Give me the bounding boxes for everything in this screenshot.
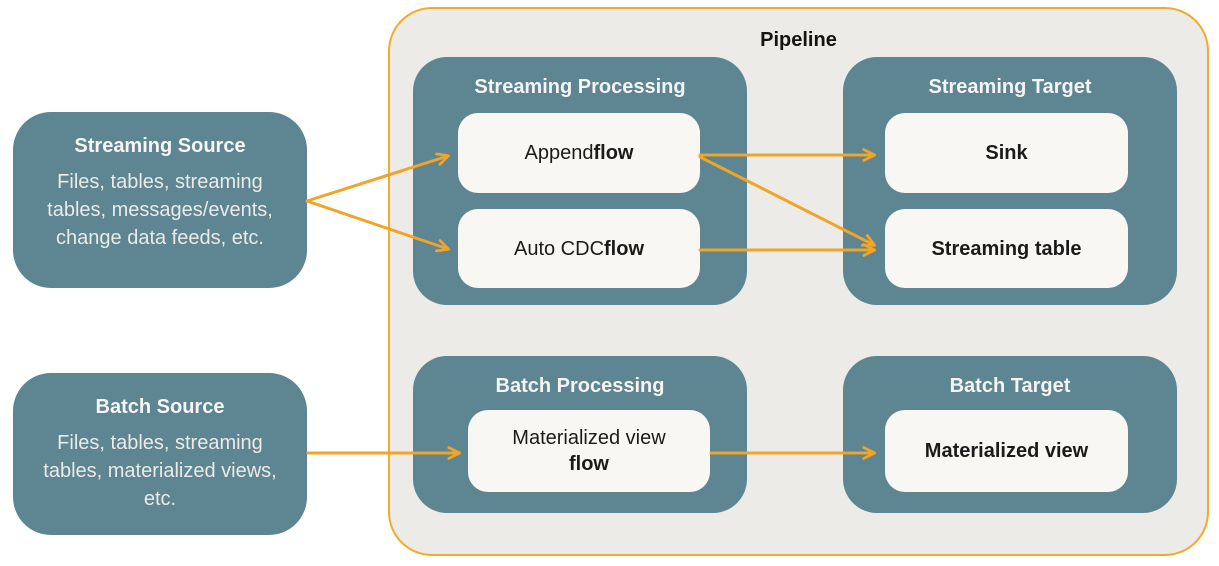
streaming-target-title: Streaming Target — [928, 76, 1092, 98]
batch-source-title: Batch Source — [95, 396, 225, 418]
streaming-processing-title: Streaming Processing — [474, 76, 686, 98]
batch-source-description: Files, tables, streaming tables, materia… — [43, 432, 277, 510]
node-auto-cdc-flow: Auto CDC flow — [458, 209, 700, 288]
streaming-source-title: Streaming Source — [74, 135, 246, 157]
batch-source-box: Batch Source Files, tables, streaming ta… — [13, 373, 307, 535]
pipeline-title: Pipeline — [760, 29, 837, 51]
append-flow-label-bold: flow — [593, 142, 634, 164]
node-append-flow: Append flow — [458, 113, 700, 193]
node-streaming-table: Streaming table — [885, 209, 1128, 288]
materialized-view-flow-label-bold: flow — [569, 453, 609, 475]
batch-target-title: Batch Target — [949, 375, 1071, 397]
streaming-source-box: Streaming Source Files, tables, streamin… — [13, 112, 307, 288]
node-materialized-view-flow: Materialized view flow — [468, 410, 710, 492]
materialized-view-flow-label: Materialized view — [512, 427, 666, 449]
auto-cdc-flow-label: Auto CDC — [513, 237, 605, 260]
node-sink: Sink — [885, 113, 1128, 193]
sink-label: Sink — [985, 142, 1028, 164]
append-flow-label: Append — [524, 142, 594, 164]
batch-processing-title: Batch Processing — [495, 375, 665, 397]
auto-cdc-flow-label-bold: flow — [604, 237, 645, 260]
streaming-source-description: Files, tables, streaming tables, message… — [47, 171, 273, 249]
node-materialized-view: Materialized view — [885, 410, 1128, 492]
streaming-table-label: Streaming table — [931, 237, 1082, 260]
materialized-view-label: Materialized view — [924, 440, 1089, 462]
